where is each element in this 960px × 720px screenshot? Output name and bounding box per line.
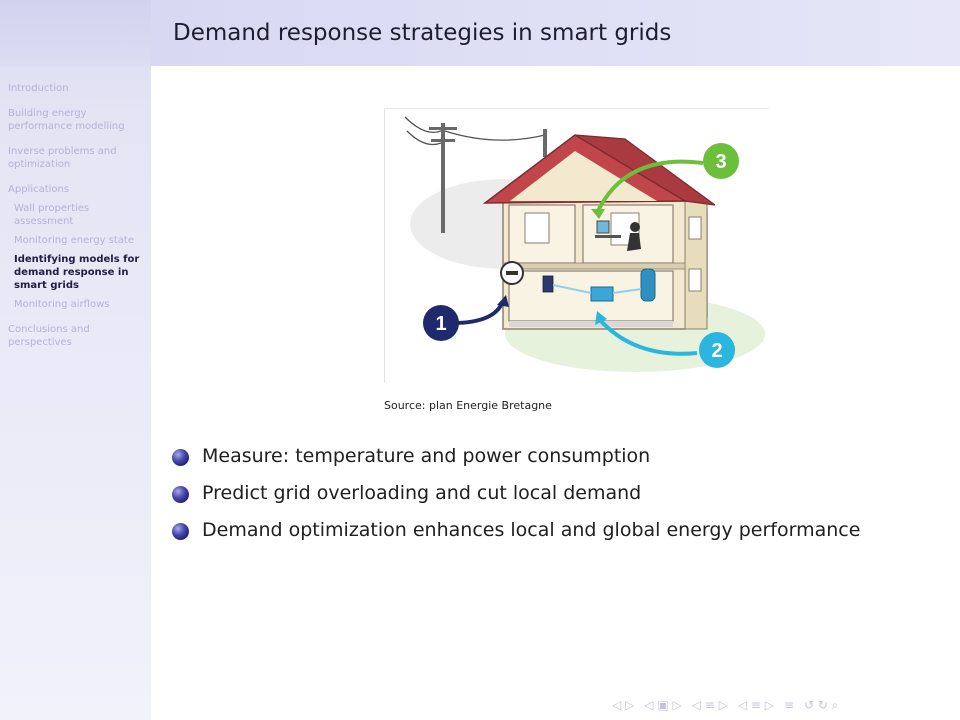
sidebar-item-building-energy-modelling[interactable]: Building energy performance modelling bbox=[8, 108, 125, 132]
sidebar: Introduction Building energy performance… bbox=[0, 0, 151, 720]
sidebar-nav: Introduction Building energy performance… bbox=[8, 82, 148, 361]
sidebar-item-inverse-problems[interactable]: Inverse problems and optimization bbox=[8, 146, 117, 170]
svg-text:1: 1 bbox=[435, 313, 446, 335]
power-pole bbox=[404, 116, 547, 233]
callout-2: 2 bbox=[699, 332, 735, 368]
callout-3: 3 bbox=[703, 143, 739, 179]
nav-toc-icon[interactable]: ≡ bbox=[784, 698, 795, 712]
bullet-ball-icon bbox=[172, 486, 189, 503]
list-item: Measure: temperature and power consumpti… bbox=[172, 442, 860, 479]
bullet-text: Demand optimization enhances local and g… bbox=[202, 519, 861, 541]
sidebar-item-applications[interactable]: Applications bbox=[8, 184, 70, 195]
list-item: Predict grid overloading and cut local d… bbox=[172, 479, 860, 516]
nav-subsection-icon[interactable]: ◁ ≡ ▷ bbox=[691, 698, 728, 712]
sidebar-item-monitoring-energy[interactable]: Monitoring energy state bbox=[14, 235, 135, 246]
sidebar-item-introduction[interactable]: Introduction bbox=[8, 83, 69, 94]
meter-and-equipment bbox=[500, 261, 656, 302]
bullet-list: Measure: temperature and power consumpti… bbox=[172, 442, 860, 553]
figure-caption: Source: plan Energie Bretagne bbox=[384, 399, 552, 412]
sidebar-item-wall-properties[interactable]: Wall properties assessment bbox=[14, 203, 90, 227]
bullet-text: Measure: temperature and power consumpti… bbox=[202, 445, 651, 467]
arrow-1 bbox=[452, 300, 505, 325]
page-title: Demand response strategies in smart grid… bbox=[173, 20, 672, 46]
beamer-navigation-bar: ◁ ▷ ◁ ▣ ▷ ◁ ≡ ▷ ◁ ≡ ▷ ≡ ↺ ↻ ⌕ bbox=[612, 696, 952, 714]
bullet-text: Predict grid overloading and cut local d… bbox=[202, 482, 642, 504]
sidebar-item-monitoring-airflows[interactable]: Monitoring airflows bbox=[14, 299, 110, 310]
nav-search-icon[interactable]: ↺ ↻ ⌕ bbox=[804, 697, 839, 712]
list-item: Demand optimization enhances local and g… bbox=[172, 516, 860, 553]
house-drawing: 1 2 3 bbox=[404, 116, 765, 372]
bullet-ball-icon bbox=[172, 449, 189, 466]
callout-1: 1 bbox=[423, 305, 459, 341]
arrow-3 bbox=[595, 159, 704, 214]
svg-text:2: 2 bbox=[711, 340, 722, 362]
svg-text:3: 3 bbox=[715, 151, 726, 173]
arrow-2 bbox=[597, 317, 698, 356]
nav-frame-icon[interactable]: ◁ ▣ ▷ bbox=[644, 698, 682, 712]
nav-section-icon[interactable]: ◁ ≡ ▷ bbox=[737, 698, 774, 712]
sidebar-item-demand-response[interactable]: Identifying models for demand response i… bbox=[14, 254, 140, 291]
sidebar-header bbox=[0, 0, 151, 66]
title-bar: Demand response strategies in smart grid… bbox=[151, 0, 960, 66]
sidebar-item-conclusions[interactable]: Conclusions and perspectives bbox=[8, 324, 90, 348]
nav-slide-icon[interactable]: ◁ ▷ bbox=[612, 698, 635, 712]
bullet-ball-icon bbox=[172, 523, 189, 540]
house-illustration: 1 2 3 bbox=[384, 108, 769, 383]
